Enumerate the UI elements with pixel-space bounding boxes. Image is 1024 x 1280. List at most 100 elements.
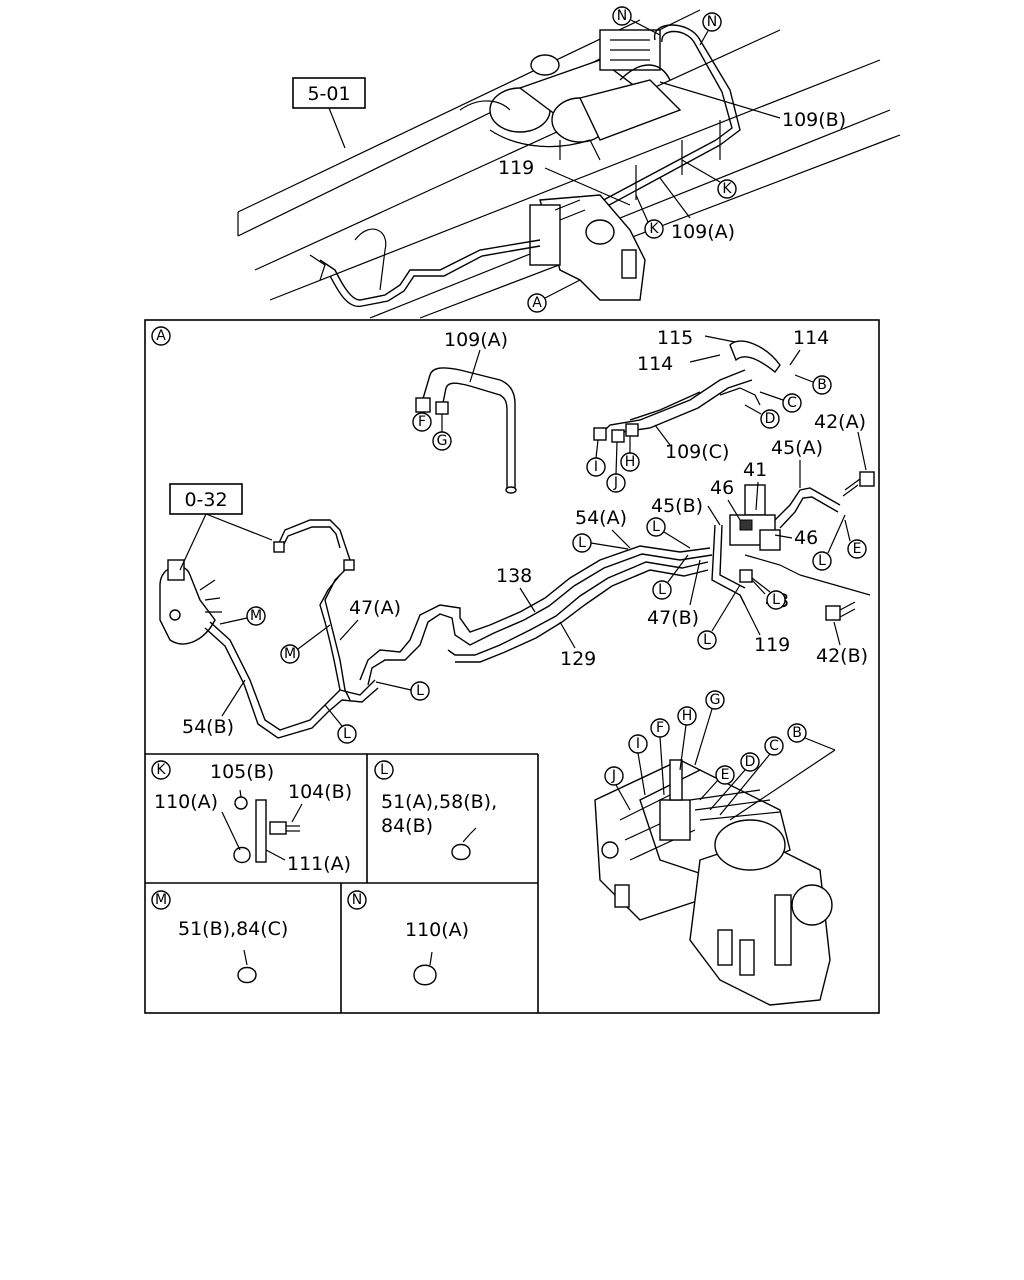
callout-j-detail: J bbox=[606, 441, 626, 493]
letter-c: C bbox=[769, 738, 779, 754]
letter-g: G bbox=[710, 692, 721, 708]
fuel-tank-detail bbox=[594, 759, 833, 1006]
fuel-tank-top bbox=[529, 194, 646, 301]
label-109a-top: 109(A) bbox=[671, 221, 735, 243]
letter-n: N bbox=[352, 892, 362, 908]
label-k-110a: 110(A) bbox=[154, 791, 218, 813]
letter-l: L bbox=[343, 726, 351, 742]
callout-a-top: A bbox=[527, 279, 581, 313]
letter-i: I bbox=[594, 459, 598, 475]
label-l-line1: 51(A),58(B), bbox=[381, 791, 497, 813]
label-k-104b: 104(B) bbox=[288, 781, 352, 803]
label-47a: 47(A) bbox=[349, 597, 401, 619]
letter-k: K bbox=[649, 221, 659, 237]
letter-f: F bbox=[656, 720, 664, 736]
callout-i-tank: I bbox=[628, 734, 648, 796]
ref-5-01-label: 5-01 bbox=[307, 83, 350, 105]
label-138: 138 bbox=[496, 565, 532, 587]
callout-l-47a: L bbox=[375, 681, 430, 701]
letter-l: L bbox=[652, 519, 660, 535]
callout-e-tank: E bbox=[699, 765, 735, 801]
label-m-parts: 51(B),84(C) bbox=[178, 918, 288, 940]
label-46-top: 46 bbox=[710, 477, 734, 499]
label-119-top: 119 bbox=[498, 157, 534, 179]
letter-l: L bbox=[772, 592, 780, 608]
letter-e: E bbox=[721, 767, 730, 783]
letter-a: A bbox=[532, 295, 542, 311]
callout-b-detail: B bbox=[794, 374, 832, 395]
letter-d: D bbox=[765, 411, 776, 427]
callout-d-detail: D bbox=[744, 404, 780, 429]
letter-h: H bbox=[625, 454, 636, 470]
ref-5-01-box: 5-01 bbox=[292, 77, 366, 149]
letter-g: G bbox=[437, 433, 448, 449]
letter-l: L bbox=[416, 683, 424, 699]
label-47b: 47(B) bbox=[647, 607, 699, 629]
detail-a-panel bbox=[144, 319, 880, 1014]
letter-m: M bbox=[155, 892, 167, 908]
callout-e-detail: E bbox=[844, 519, 867, 559]
callout-l-45b: L bbox=[646, 517, 691, 549]
callout-c-tank: C bbox=[719, 736, 784, 816]
callout-n-2: N bbox=[699, 12, 722, 46]
letter-m: M bbox=[284, 646, 296, 662]
callout-m-line: M bbox=[280, 624, 331, 664]
callout-c-detail: C bbox=[759, 391, 802, 413]
detail-a-marker: A bbox=[151, 326, 171, 346]
letter-h: H bbox=[682, 708, 693, 724]
letter-f: F bbox=[418, 414, 426, 430]
letter-d: D bbox=[745, 754, 756, 770]
label-115: 115 bbox=[657, 327, 693, 349]
letter-i: I bbox=[636, 736, 640, 752]
letter-l: L bbox=[703, 632, 711, 648]
letter-j: J bbox=[611, 768, 616, 784]
detail-n-panel: N 110(A) bbox=[347, 890, 469, 986]
letter-l: L bbox=[578, 535, 586, 551]
label-54b: 54(B) bbox=[182, 716, 234, 738]
letter-n: N bbox=[617, 8, 627, 24]
callout-h-detail: H bbox=[620, 436, 640, 472]
label-119-main: 119 bbox=[754, 634, 790, 656]
callout-l-43: L bbox=[751, 577, 786, 610]
callout-k-1: K bbox=[681, 159, 737, 199]
letter-b: B bbox=[792, 725, 802, 741]
engine-filter-0-32 bbox=[159, 559, 222, 645]
letter-m: M bbox=[250, 608, 262, 624]
label-129: 129 bbox=[560, 648, 596, 670]
label-114-left: 114 bbox=[637, 353, 673, 375]
callout-l-45a: L bbox=[812, 514, 846, 571]
letter-b: B bbox=[817, 377, 827, 393]
fuel-line-front-top bbox=[309, 228, 541, 307]
letter-n: N bbox=[707, 14, 717, 30]
valve-cluster-41 bbox=[711, 484, 841, 606]
callout-n-1: N bbox=[612, 6, 661, 36]
letter-e: E bbox=[853, 541, 862, 557]
bolt-42a bbox=[842, 471, 875, 497]
exhaust-assembly bbox=[459, 29, 682, 161]
letter-k: K bbox=[156, 762, 166, 778]
callout-d-tank: D bbox=[709, 752, 760, 811]
detail-m-panel: M 51(B),84(C) bbox=[151, 890, 288, 984]
label-54a: 54(A) bbox=[575, 507, 627, 529]
callout-f-tank: F bbox=[650, 718, 670, 796]
callout-l-54b: L bbox=[324, 704, 357, 744]
detail-k-panel: K 105(B) 110(A) 104(B) 111(A) bbox=[151, 760, 352, 875]
label-45a: 45(A) bbox=[771, 437, 823, 459]
letter-l: L bbox=[818, 553, 826, 569]
callout-h-tank: H bbox=[677, 706, 697, 771]
letter-k: K bbox=[722, 181, 732, 197]
fuel-lines-138-129 bbox=[359, 545, 713, 686]
label-45b: 45(B) bbox=[651, 495, 703, 517]
pipe-0-32-return bbox=[273, 519, 355, 701]
pipe-109a-detail bbox=[415, 367, 517, 494]
label-k-105b: 105(B) bbox=[210, 761, 274, 783]
pipe-54b bbox=[204, 621, 379, 739]
label-n-parts: 110(A) bbox=[405, 919, 469, 941]
callout-k-2: K bbox=[635, 194, 664, 239]
pipe-109c-detail bbox=[593, 340, 781, 443]
label-41: 41 bbox=[743, 459, 767, 481]
label-l-line2: 84(B) bbox=[381, 815, 433, 837]
ref-0-32-label: 0-32 bbox=[184, 489, 227, 511]
bolt-42b bbox=[825, 601, 856, 621]
